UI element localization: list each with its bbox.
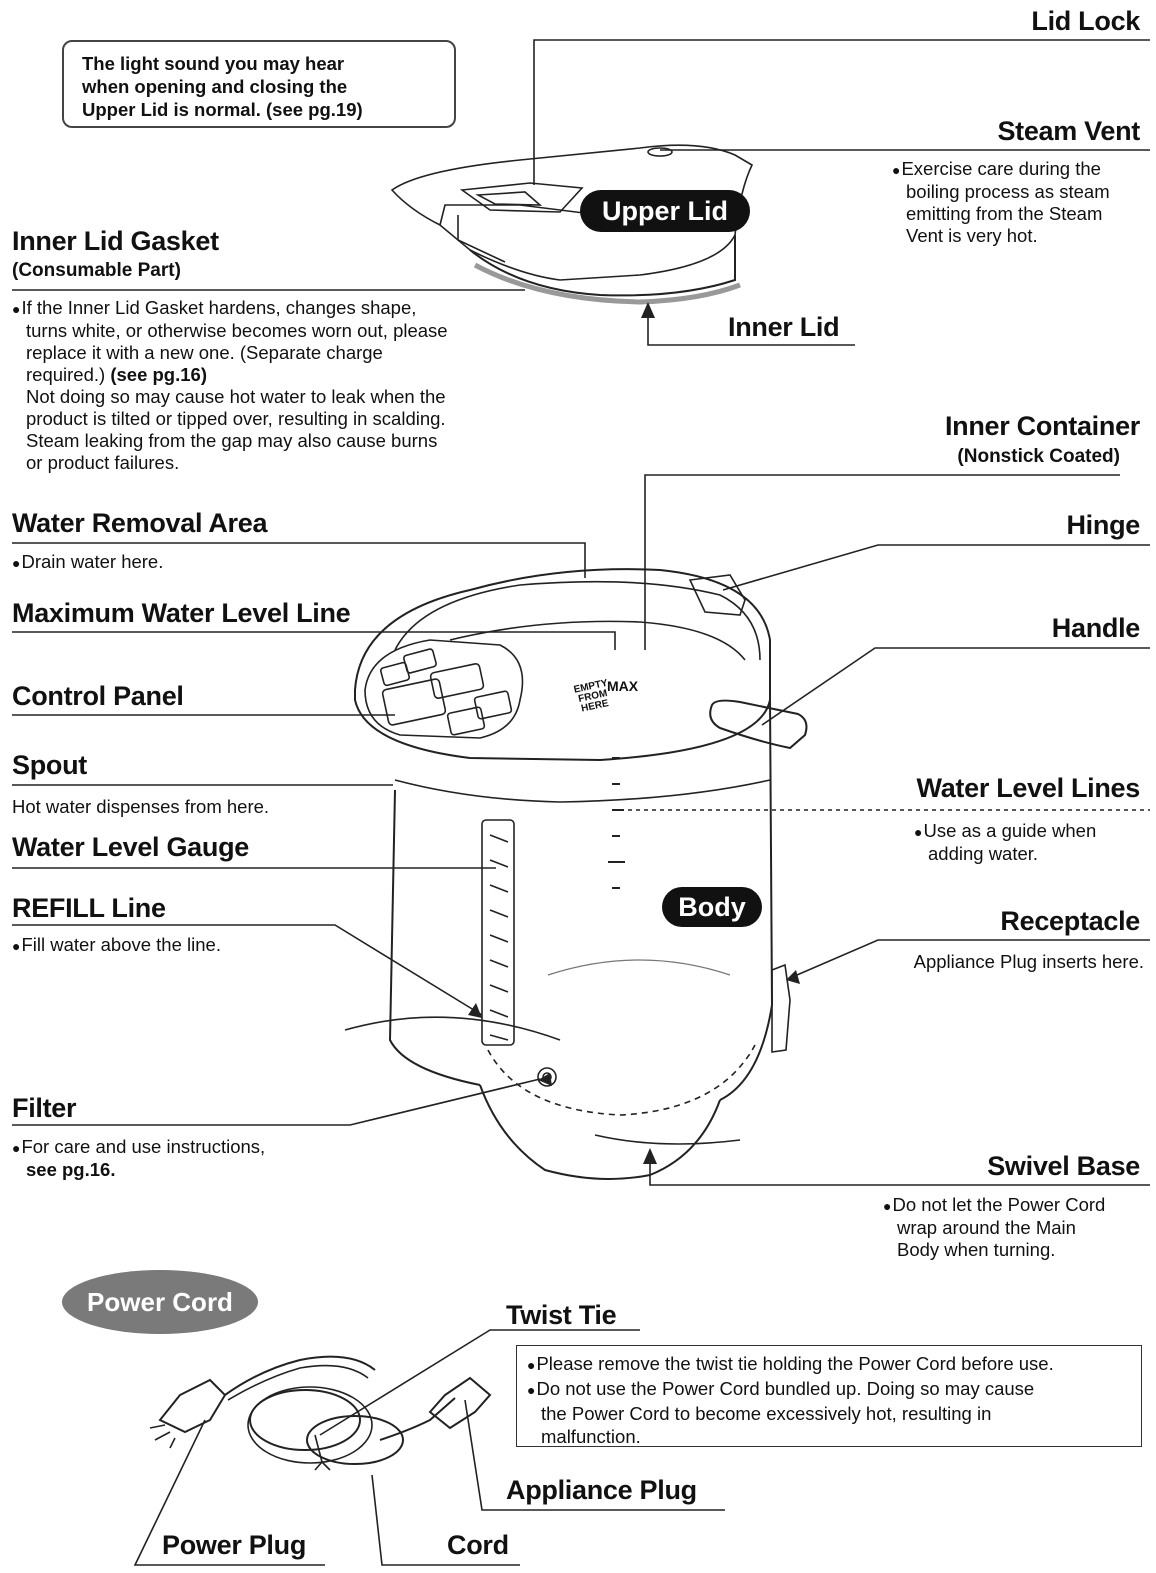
power-plug-title: Power Plug bbox=[162, 1530, 307, 1560]
leader-inner-container bbox=[644, 474, 1120, 650]
inner-lid-gasket-title: Inner Lid Gasket bbox=[12, 226, 219, 256]
leader-filter bbox=[12, 1078, 541, 1126]
hinge-title: Hinge bbox=[1066, 510, 1140, 540]
cord-title: Cord bbox=[447, 1530, 509, 1560]
gasket-line-3: replace it with a new one. (Separate cha… bbox=[26, 342, 383, 363]
gasket-line-7: Steam leaking from the gap may also caus… bbox=[26, 430, 438, 451]
water-level-lines-note: Use as a guide when adding water. bbox=[914, 820, 1150, 865]
filter-see-page-link: see pg.16. bbox=[26, 1159, 116, 1180]
power-cord-label: Power Cord bbox=[62, 1270, 258, 1334]
twist-tie-bullet-2-line-2: the Power Cord to become excessively hot… bbox=[541, 1403, 992, 1424]
twist-tie-title: Twist Tie bbox=[506, 1300, 617, 1330]
note-line-3: Upper Lid is normal. (see pg.19) bbox=[82, 99, 363, 120]
steam-vent-title: Steam Vent bbox=[997, 116, 1140, 146]
twist-tie-bullet-1: Please remove the twist tie holding the … bbox=[527, 1352, 1131, 1377]
swivel-base-line-1: Do not let the Power Cord bbox=[883, 1194, 1149, 1217]
gasket-line-4: required.) bbox=[26, 364, 106, 385]
inner-lid-gasket-note: If the Inner Lid Gasket hardens, changes… bbox=[12, 297, 522, 474]
leader-hinge bbox=[722, 544, 1150, 591]
filter-line-1: For care and use instructions, bbox=[12, 1136, 265, 1159]
spout-desc: Hot water dispenses from here. bbox=[12, 796, 270, 817]
power-cord-drawing bbox=[149, 1355, 492, 1471]
control-panel-title: Control Panel bbox=[12, 681, 184, 711]
leader-water-removal bbox=[12, 542, 586, 578]
swivel-base-line-3: Body when turning. bbox=[897, 1239, 1056, 1260]
gasket-line-1: If the Inner Lid Gasket hardens, changes… bbox=[12, 297, 522, 320]
lid-lock-title: Lid Lock bbox=[1031, 6, 1140, 36]
inner-lid-gasket-subtitle: (Consumable Part) bbox=[12, 260, 181, 281]
appliance-plug-title: Appliance Plug bbox=[506, 1475, 697, 1505]
inner-container-subtitle: (Nonstick Coated) bbox=[957, 446, 1120, 467]
gasket-line-8: or product failures. bbox=[26, 452, 180, 473]
swivel-base-note: Do not let the Power Cord wrap around th… bbox=[883, 1194, 1149, 1261]
leader-handle bbox=[761, 647, 1150, 726]
twist-tie-bullet-2-line-3: malfunction. bbox=[541, 1426, 641, 1447]
water-level-lines-title: Water Level Lines bbox=[916, 773, 1141, 803]
note-box: The light sound you may hear when openin… bbox=[62, 40, 456, 128]
gasket-line-2: turns white, or otherwise becomes worn o… bbox=[26, 320, 448, 341]
twist-tie-box: Please remove the twist tie holding the … bbox=[516, 1345, 1142, 1447]
steam-vent-line-3: emitting from the Steam bbox=[906, 203, 1103, 224]
inner-container-title: Inner Container bbox=[944, 411, 1140, 441]
max-line-title: Maximum Water Level Line bbox=[12, 598, 351, 628]
refill-title: REFILL Line bbox=[12, 893, 166, 923]
upper-lid-label: Upper Lid bbox=[580, 190, 750, 232]
inner-lid-title: Inner Lid bbox=[728, 312, 840, 342]
gasket-line-6: product is tilted or tipped over, result… bbox=[26, 408, 446, 429]
water-level-lines-line-1: Use as a guide when bbox=[914, 820, 1150, 843]
leader-appliance-plug bbox=[464, 1399, 725, 1511]
leader-receptacle bbox=[789, 939, 1150, 979]
leader-refill bbox=[12, 924, 483, 1016]
leader-inner-lid bbox=[647, 305, 855, 346]
leader-twist-tie bbox=[319, 1329, 640, 1436]
leader-max-line bbox=[12, 631, 616, 650]
leader-power-plug bbox=[133, 1419, 325, 1566]
water-removal-desc: Drain water here. bbox=[12, 551, 163, 574]
filter-title: Filter bbox=[12, 1093, 77, 1123]
water-level-gauge-title: Water Level Gauge bbox=[12, 832, 249, 862]
steam-vent-line-1: Exercise care during the bbox=[892, 158, 1152, 181]
water-removal-title: Water Removal Area bbox=[12, 508, 268, 538]
water-level-lines-line-2: adding water. bbox=[928, 843, 1039, 864]
max-mark: MAX bbox=[607, 678, 639, 694]
receptacle-title: Receptacle bbox=[1000, 906, 1140, 936]
body-drawing bbox=[344, 568, 808, 1180]
refill-desc: Fill water above the line. bbox=[12, 934, 221, 957]
steam-vent-note: Exercise care during the boiling process… bbox=[892, 158, 1152, 247]
steam-vent-line-4: Vent is very hot. bbox=[906, 225, 1038, 246]
receptacle-desc: Appliance Plug inserts here. bbox=[913, 951, 1144, 972]
leader-cord bbox=[371, 1474, 520, 1566]
swivel-base-line-2: wrap around the Main bbox=[897, 1217, 1076, 1238]
leader-lid-lock bbox=[533, 39, 1150, 185]
filter-note: For care and use instructions, see pg.16… bbox=[12, 1136, 265, 1181]
spout-title: Spout bbox=[12, 750, 87, 780]
gasket-see-page-link: (see pg.16) bbox=[110, 364, 207, 385]
note-line-2: when opening and closing the bbox=[82, 76, 348, 97]
steam-vent-line-2: boiling process as steam bbox=[906, 181, 1110, 202]
note-line-1: The light sound you may hear bbox=[82, 53, 345, 74]
body-label: Body bbox=[662, 887, 762, 927]
handle-title: Handle bbox=[1051, 613, 1141, 643]
twist-tie-bullet-2-line-1: Do not use the Power Cord bundled up. Do… bbox=[527, 1377, 1131, 1402]
swivel-base-title: Swivel Base bbox=[987, 1151, 1140, 1181]
gasket-line-5: Not doing so may cause hot water to leak… bbox=[26, 386, 446, 407]
upper-lid-drawing bbox=[390, 144, 754, 305]
